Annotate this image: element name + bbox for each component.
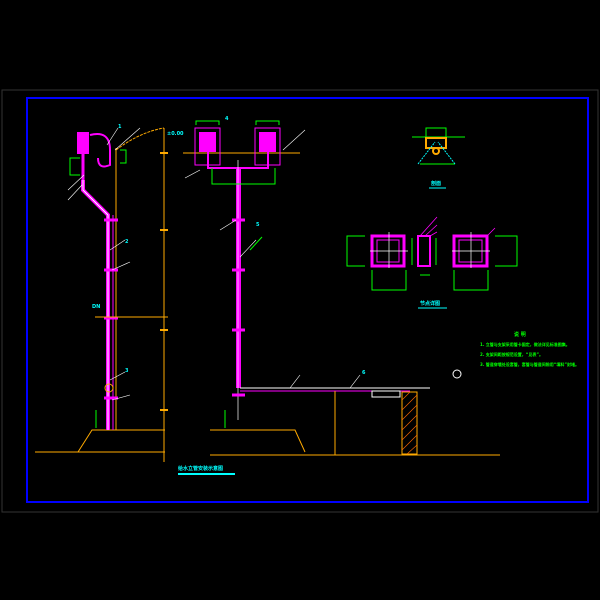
centerlines	[370, 232, 490, 268]
bracket	[425, 137, 447, 149]
left-elevation: 1 2 3 DN ±0.00	[35, 124, 184, 462]
pipe-clamps	[232, 218, 245, 397]
pipe-clamps	[104, 218, 118, 400]
bend-pipe	[89, 133, 111, 168]
dimension-marks	[69, 149, 127, 428]
section-marker	[452, 369, 462, 379]
main-title: 给水立管安装示意图	[178, 465, 223, 472]
dimension-marks	[195, 120, 280, 428]
leader-lines	[67, 127, 141, 401]
plate-middle	[417, 235, 431, 267]
foundation	[77, 429, 165, 453]
dimension-marks	[346, 235, 518, 291]
node-details: 节点详图	[346, 216, 518, 309]
note-item: 1. 立管与支架采用管卡固定，做法详见标准图集。	[480, 341, 570, 347]
label: DN	[92, 304, 100, 310]
tank-left-fill	[199, 132, 216, 152]
wall-hatch	[401, 391, 418, 455]
leader	[437, 141, 456, 165]
section-detail: 剖面	[412, 127, 465, 189]
section-title: 剖面	[431, 180, 441, 187]
label: 6	[362, 370, 366, 376]
notes: 说 明 1. 立管与支架采用管卡固定，做法详见标准图集。 2. 支架间距按规范设…	[480, 331, 579, 367]
label: 5	[256, 222, 260, 228]
tank-right-fill	[259, 132, 276, 152]
label: 2	[125, 239, 129, 245]
pipe-section	[432, 147, 440, 155]
leader	[417, 141, 436, 165]
note-item: 3. 管道穿墙处设套管，套管与管道间隙用“填料”封堵。	[480, 361, 579, 367]
wall	[401, 391, 418, 455]
detail-title: 节点详图	[420, 300, 440, 307]
leaders	[419, 216, 496, 237]
drawing-frame	[26, 97, 589, 503]
notes-heading: 说 明	[514, 331, 526, 338]
riser-centerline	[82, 180, 109, 430]
level-ticks	[160, 152, 168, 411]
valve-box	[77, 132, 89, 154]
valve-icon	[104, 383, 114, 393]
label: 3	[125, 368, 129, 374]
sheet-border	[1, 89, 599, 513]
riser-pipe	[236, 168, 241, 388]
foundation	[210, 429, 306, 453]
label: 1	[118, 124, 122, 130]
label: ±0.00	[167, 131, 184, 137]
leader-lines	[184, 129, 361, 389]
note-item: 2. 支架间距按规范设置，“见表”。	[480, 351, 543, 357]
middle-elevation: 4 5 6 给水立管安装示意图	[178, 116, 500, 475]
dim	[425, 127, 447, 137]
label: 4	[225, 116, 229, 122]
trench	[371, 390, 401, 398]
roof-arc	[115, 127, 165, 151]
